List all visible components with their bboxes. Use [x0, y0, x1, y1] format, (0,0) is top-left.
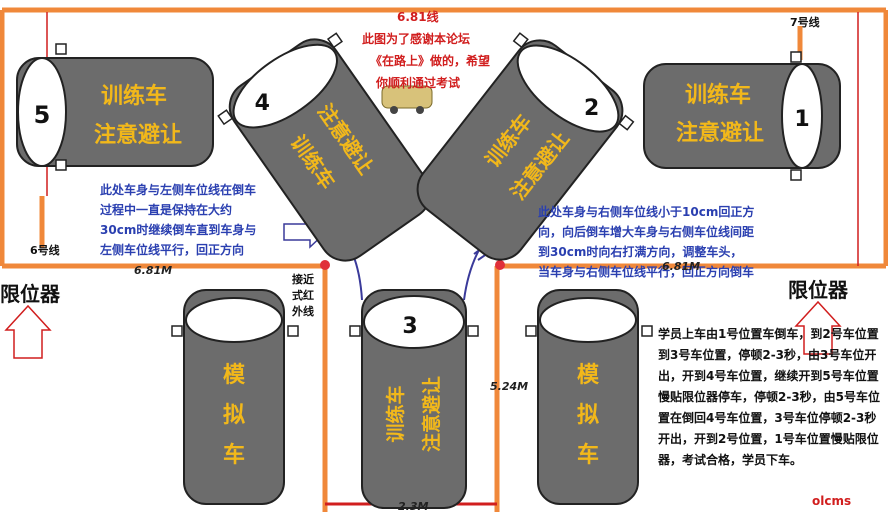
right-instruction-4: 当车身与右侧车位线平行，回正方向倒车 [538, 265, 755, 279]
sim-right-char3: 车 [577, 442, 599, 468]
car-1-line1: 训练车 [685, 82, 751, 108]
line-6-label: 6号线 [30, 244, 60, 257]
sensor-dot-left [320, 260, 330, 270]
car-1: 1 训练车 注意避让 [643, 51, 841, 181]
car-5-line1: 训练车 [101, 83, 167, 109]
boundary-lines [0, 7, 888, 512]
procedure-text: 学员上车由1号位置车倒车，到2号车位置到3号车位置，停顿2-3秒，由3号车位开出… [658, 327, 881, 467]
credit-line-2: 《在路上》做的，希望 [370, 54, 491, 68]
car-5-line2: 注意避让 [94, 122, 182, 148]
left-instruction-3: 30cm时继续倒车直到车身与 [100, 223, 257, 237]
car-2: 2 训练车 注意避让 [416, 32, 635, 261]
sim-right-char2: 拟 [577, 403, 599, 428]
car-sticker-icon [381, 85, 433, 114]
path-right [463, 247, 481, 301]
car-2-number: 2 [584, 96, 599, 121]
sensor-dot-right [495, 260, 505, 270]
left-instruction-2: 过程中一直是保持在大约 [100, 203, 233, 217]
sim-left-char3: 车 [223, 442, 245, 468]
right-instruction: 此处车身与右侧车位线小于10cm回正方 向，向后倒车增大车身与右侧车位线间距 到… [538, 202, 754, 282]
sim-car-left: 模 拟 车 [171, 289, 299, 505]
car-3: 3 训练车 注意避让 [349, 289, 479, 509]
credit-line-1: 此图为了感谢本论坛 [362, 32, 471, 46]
limiter-right-label: 限位器 [788, 278, 848, 302]
left-instruction-1: 此处车身与左侧车位线在倒车 [100, 183, 257, 197]
limiter-left-label: 限位器 [0, 282, 60, 306]
limiter-arrow-right-icon [794, 300, 842, 355]
dim-681-right: 6.81M [662, 260, 701, 273]
dim-681-left: 6.81M [134, 264, 173, 277]
line-7-label: 7号线 [790, 16, 820, 29]
dim-524: 5.24M [490, 380, 529, 393]
sensor-label-1: 接近 [292, 273, 314, 286]
car-5-number: 5 [34, 101, 51, 129]
left-instruction-4: 左侧车位线平行，回正方向 [100, 243, 245, 257]
line-681-label: 6.81线 [397, 10, 439, 24]
left-instruction: 此处车身与左侧车位线在倒车 过程中一直是保持在大约 30cm时继续倒车直到车身与… [100, 180, 256, 260]
car-3-number: 3 [402, 314, 417, 339]
right-instruction-3: 到30cm时向右打满方向，调整车头， [538, 245, 743, 259]
car-1-number: 1 [794, 107, 809, 132]
car-1-line2: 注意避让 [676, 120, 764, 146]
limiter-arrow-left-icon [4, 304, 52, 359]
sensor-label-3: 外线 [292, 305, 314, 318]
sim-left-char1: 模 [223, 363, 246, 388]
watermark: olcms [812, 494, 852, 508]
car-4: 4 训练车 注意避让 [217, 32, 432, 262]
sim-left-char2: 拟 [223, 403, 245, 428]
car-4-number: 4 [255, 91, 270, 116]
sim-right-char1: 模 [577, 363, 600, 388]
sensor-label-2: 式红 [292, 289, 314, 302]
car-3-line1: 训练车 [384, 385, 407, 442]
credit-line-3: 你顺利通过考试 [376, 76, 461, 90]
sensor-label: 接近 式红 外线 [292, 272, 314, 320]
car-3-line2: 注意避让 [420, 376, 443, 452]
car-5: 5 训练车 注意避让 [16, 43, 214, 171]
right-instruction-1: 此处车身与右侧车位线小于10cm回正方 [538, 205, 755, 219]
dim-23: 2.3M [398, 500, 429, 513]
right-instruction-2: 向，向后倒车增大车身与右侧车位线间距 [538, 225, 755, 239]
sim-car-right: 模 拟 车 [525, 289, 653, 505]
